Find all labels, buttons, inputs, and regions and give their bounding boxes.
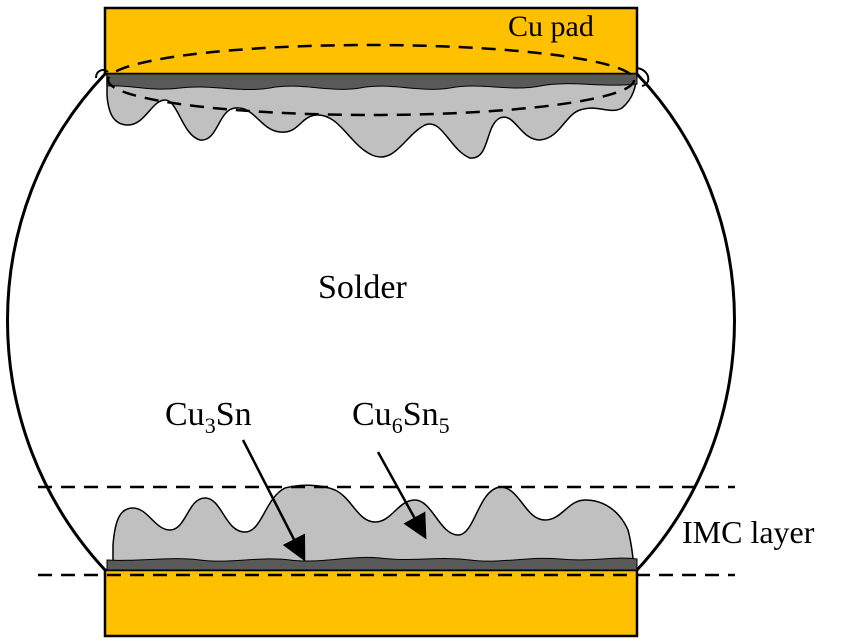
cu6sn5-arrow <box>376 451 427 540</box>
label-cu6sn5: Cu6Sn5 <box>352 396 450 438</box>
cu3sn-arrow <box>241 439 306 562</box>
top-cu-pad <box>103 6 639 76</box>
solder-curl-left <box>95 69 109 79</box>
label-solder: Solder <box>318 269 407 306</box>
bottom-imc-cu3sn <box>106 556 638 571</box>
top-imc-cu6sn5 <box>106 73 638 159</box>
label-imc-layer: IMC layer <box>682 514 815 550</box>
solder-outline-right <box>635 72 736 572</box>
bottom-cu-pad <box>103 568 639 638</box>
label-cu-pad: Cu pad <box>508 10 594 43</box>
top-imc-cu3sn <box>106 73 638 91</box>
solder-outline-left <box>6 72 107 572</box>
bottom-imc-cu6sn5 <box>112 484 635 569</box>
label-cu3sn: Cu3Sn <box>165 396 252 438</box>
top-dashed-ellipse <box>106 43 636 117</box>
solder-curl-right <box>636 67 650 87</box>
